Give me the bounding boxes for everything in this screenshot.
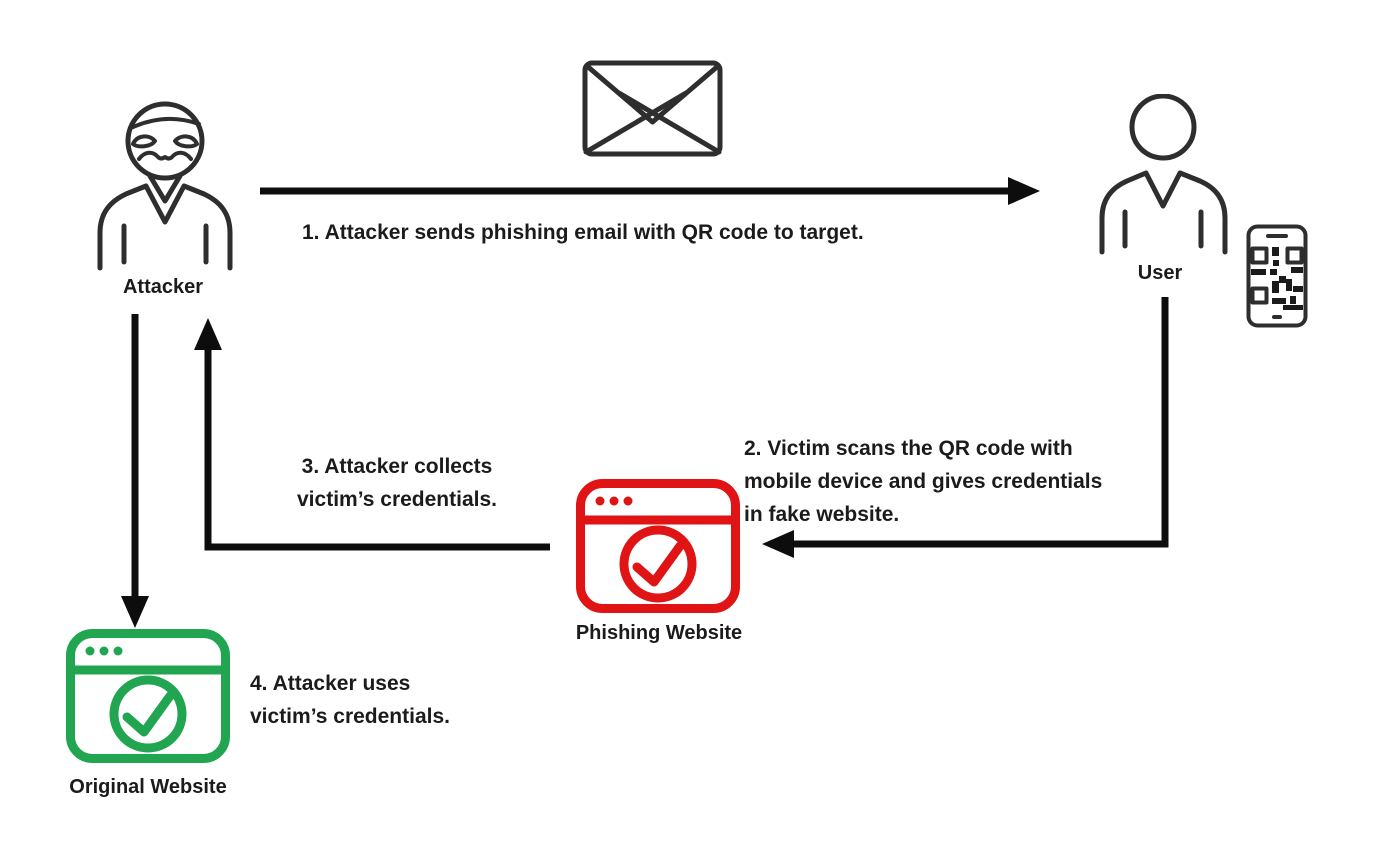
original-website-label: Original Website <box>69 776 227 798</box>
step2-line1: 2. Victim scans the QR code with <box>744 437 1073 460</box>
step4-line2: victim’s credentials. <box>250 705 450 728</box>
arrow-step3-phishing-site-to-attacker <box>194 318 550 551</box>
arrow-step2-user-to-phishing-site <box>762 297 1169 558</box>
smartphone-qr-icon <box>1246 224 1308 328</box>
original-website-icon <box>66 629 230 763</box>
arrow-step4-attacker-to-original-site <box>121 314 149 628</box>
step3-line1: 3. Attacker collects <box>301 455 493 478</box>
step3-line2: victim’s credentials. <box>297 488 497 511</box>
phishing-website-icon <box>576 479 740 613</box>
masked-attacker-icon <box>97 101 233 271</box>
step2-text: 2. Victim scans the QR code with mobile … <box>744 432 1102 531</box>
step3-text: 3. Attacker collects victim’s credential… <box>297 450 497 516</box>
user-label: User <box>1137 262 1183 284</box>
step2-line3: in fake website. <box>744 503 900 526</box>
phishing-website-label: Phishing Website <box>575 622 743 644</box>
step2-line2: mobile device and gives credentials <box>744 470 1103 493</box>
attacker-label: Attacker <box>122 276 204 298</box>
step4-line1: 4. Attacker uses <box>250 672 411 695</box>
envelope-icon <box>582 60 723 157</box>
qr-code-pattern <box>1250 246 1304 310</box>
step1-text: 1. Attacker sends phishing email with QR… <box>302 221 864 244</box>
step4-text: 4. Attacker uses victim’s credentials. <box>250 667 450 733</box>
user-icon <box>1099 94 1228 255</box>
arrow-step1-attacker-to-user <box>260 177 1040 205</box>
